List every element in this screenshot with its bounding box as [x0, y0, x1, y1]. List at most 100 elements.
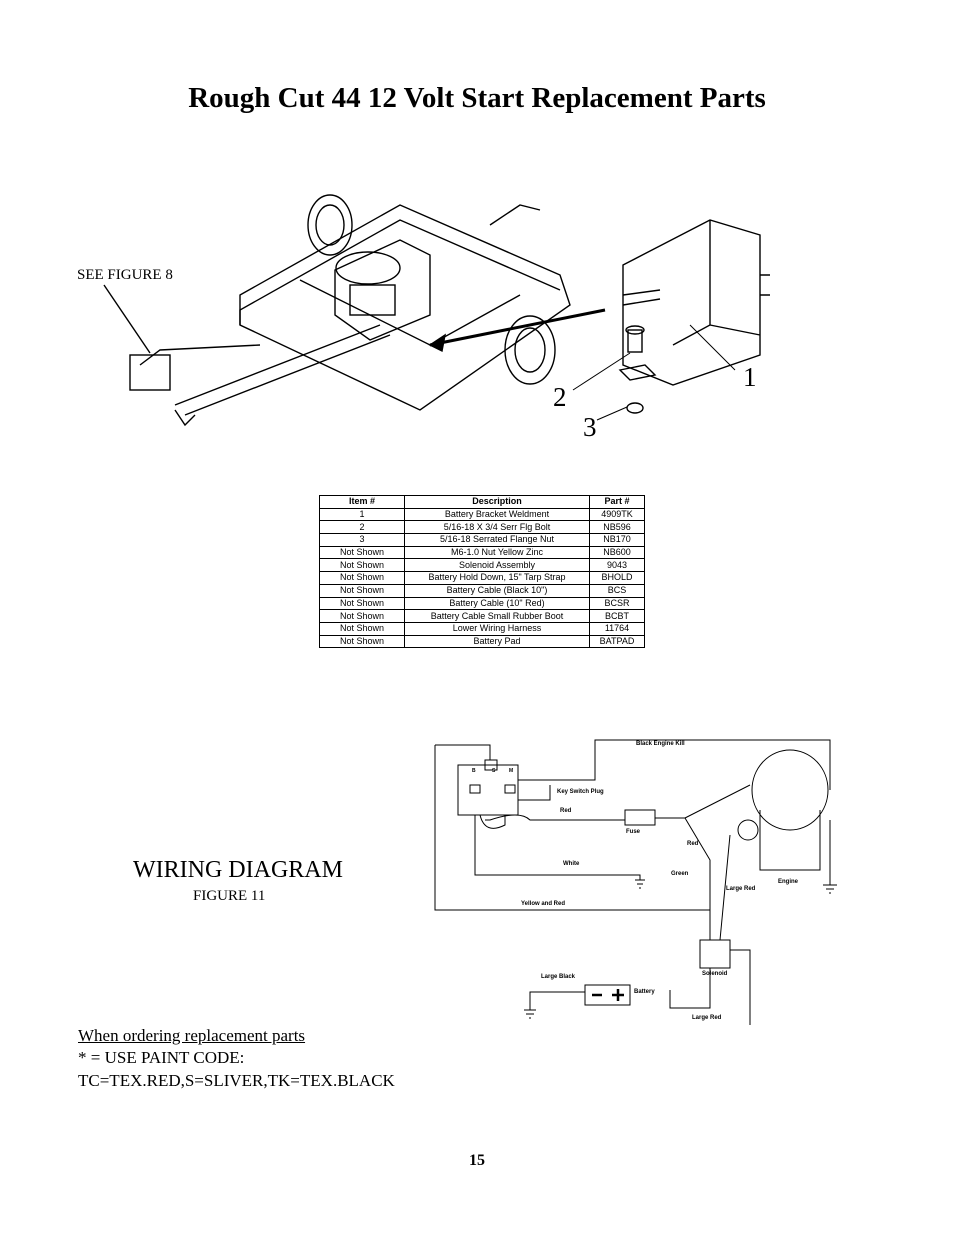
- engine-plug: [737, 819, 759, 841]
- cell-item: Not Shown: [319, 558, 405, 573]
- cell-description: Battery Cable Small Rubber Boot: [404, 609, 590, 623]
- cell-part: BHOLD: [589, 571, 645, 585]
- flange-bolt: [627, 329, 643, 353]
- cell-description: 5/16-18 X 3/4 Serr Flg Bolt: [404, 520, 590, 535]
- label-key-switch-plug: Key Switch Plug: [557, 789, 604, 795]
- solenoid: [699, 939, 731, 969]
- cell-part: 11764: [589, 621, 645, 636]
- cell-description: M6-1.0 Nut Yellow Zinc: [404, 545, 590, 560]
- cell-part: BCBT: [589, 609, 645, 623]
- label-large-red-bottom: Large Red: [692, 1015, 722, 1021]
- cell-description: Battery Bracket Weldment: [404, 507, 590, 522]
- cell-item: Not Shown: [319, 583, 405, 598]
- battery-symbol: [584, 984, 631, 1006]
- label-red-mid: Red: [687, 841, 699, 847]
- cell-part: NB600: [589, 545, 645, 560]
- cell-item: Not Shown: [319, 609, 405, 623]
- label-white: White: [563, 861, 580, 867]
- callout-2: 2: [553, 382, 567, 412]
- cell-item: Not Shown: [319, 545, 405, 560]
- cell-description: Battery Pad: [404, 634, 590, 649]
- col-item: Item #: [319, 495, 405, 509]
- label-large-black: Large Black: [541, 974, 576, 980]
- engine: [334, 239, 431, 341]
- callout-3-leader: [596, 406, 628, 421]
- red-wire: [485, 814, 625, 821]
- wiring-diagram: [434, 739, 837, 1025]
- engine-kill-wire: [518, 739, 831, 790]
- label-green: Green: [671, 871, 689, 877]
- col-description: Description: [404, 495, 590, 509]
- key-switch: [457, 764, 519, 816]
- label-switch-s: S: [492, 768, 496, 774]
- callout-1-leader: [689, 324, 736, 371]
- cell-part: 4909TK: [589, 507, 645, 522]
- cell-item: Not Shown: [319, 596, 405, 611]
- label-yellow-and-red: Yellow and Red: [521, 901, 566, 907]
- cell-part: NB170: [589, 533, 645, 547]
- see-figure-note: SEE FIGURE 8: [77, 267, 173, 283]
- engine-symbol: [751, 749, 829, 831]
- cell-description: Battery Cable (10" Red): [404, 596, 590, 611]
- front-wheel: [504, 315, 556, 385]
- cell-description: 5/16-18 Serrated Flange Nut: [404, 533, 590, 547]
- label-switch-b: B: [472, 768, 476, 774]
- wiring-diagram-title: WIRING DIAGRAM: [133, 857, 343, 883]
- ordering-note-heading: When ordering replacement parts: [78, 1026, 306, 1045]
- cell-item: Not Shown: [319, 621, 405, 636]
- mower-illustration: [103, 194, 770, 427]
- cell-part: BCSR: [589, 596, 645, 611]
- cell-part: BATPAD: [589, 634, 645, 649]
- label-switch-m: M: [509, 768, 514, 774]
- cell-description: Battery Cable (Black 10"): [404, 583, 590, 598]
- mower-deck: [239, 204, 571, 411]
- white-wire: [474, 815, 641, 880]
- large-red-wire: [719, 834, 731, 941]
- table-header-row: Item # Description Part #: [319, 495, 645, 509]
- yellow-red-wire: [434, 745, 710, 911]
- page-title: Rough Cut 44 12 Volt Start Replacement P…: [188, 82, 766, 114]
- see-figure-leader: [103, 284, 151, 354]
- cell-description: Battery Hold Down, 15" Tarp Strap: [404, 571, 590, 585]
- cell-item: 1: [319, 507, 405, 522]
- battery-bracket: [622, 219, 761, 386]
- cell-description: Solenoid Assembly: [404, 558, 590, 573]
- page-number: 15: [469, 1152, 485, 1169]
- label-battery: Battery: [634, 989, 655, 995]
- large-red-bottom-wire: [730, 949, 751, 1025]
- label-engine: Engine: [778, 879, 799, 885]
- paint-code-note: * = USE PAINT CODE:: [78, 1048, 245, 1067]
- cell-item: 2: [319, 520, 405, 535]
- callout-3: 3: [583, 412, 597, 442]
- col-part: Part #: [589, 495, 645, 509]
- label-red-top: Red: [560, 808, 572, 814]
- callout-2-leader: [572, 352, 631, 391]
- cell-part: NB596: [589, 520, 645, 535]
- cell-part: 9043: [589, 558, 645, 573]
- cell-item: 3: [319, 533, 405, 547]
- flange-nut: [626, 402, 644, 414]
- label-solenoid: Solenoid: [702, 971, 728, 977]
- install-arrow: [429, 308, 606, 347]
- label-fuse: Fuse: [626, 829, 641, 835]
- large-black-wire: [529, 991, 585, 1010]
- cell-item: Not Shown: [319, 634, 405, 649]
- key-switch-plug-wire: [518, 785, 551, 801]
- rear-wheel: [307, 194, 353, 256]
- hitch-tongue: [174, 324, 391, 416]
- figure-label: FIGURE 11: [193, 888, 266, 904]
- label-black-engine-kill: Black Engine Kill: [636, 741, 685, 747]
- cell-item: Not Shown: [319, 571, 405, 585]
